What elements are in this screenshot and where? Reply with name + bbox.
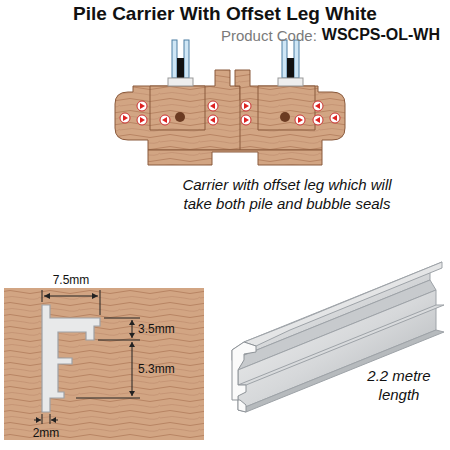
product-code-label: Product Code: [221,27,317,44]
length-note: 2.2 metre length [356,366,442,404]
carrier-section [4,288,204,440]
frame-section [115,40,345,165]
caption: Carrier with offset leg which will take … [178,175,396,213]
dimension: 2mm [33,426,60,440]
dimension: 5.3mm [138,362,175,376]
title: Pile Carrier With Offset Leg White [73,3,377,25]
carrier-extrusion [232,262,444,412]
product-code: WSCPS-OL-WH [322,26,440,44]
dimension: 3.5mm [138,322,175,336]
dimension: 7.5mm [53,273,90,287]
